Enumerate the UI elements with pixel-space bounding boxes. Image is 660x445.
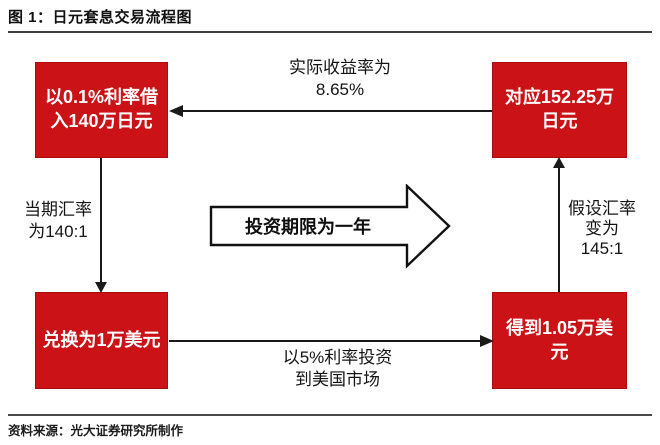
source-note: 资料来源：光大证券研究所制作: [8, 424, 184, 438]
arrowhead-down-icon: [95, 282, 107, 293]
bottom-arrow-line: [169, 340, 481, 342]
top-arrow-line: [182, 110, 492, 112]
arrowhead-left-icon: [169, 105, 183, 117]
label-assumed-exchange-rate: 假设汇率 变为 145:1: [568, 199, 636, 258]
footer-divider: [8, 414, 652, 416]
box-corresponding-yen: 对应152.25万 日元: [492, 62, 627, 158]
arrowhead-up-icon: [553, 157, 565, 168]
box-receive-usd: 得到1.05万美 元: [492, 292, 627, 389]
label-actual-return: 实际收益率为 8.65%: [289, 58, 391, 99]
label-investment-period: 投资期限为一年: [245, 217, 371, 237]
label-current-exchange-rate: 当期汇率 为140:1: [24, 200, 92, 241]
box-borrow-yen: 以0.1%利率借 入140万日元: [35, 62, 168, 158]
box-exchange-usd: 兑换为1万美元: [35, 292, 168, 389]
investment-period-arrow-icon: [209, 184, 451, 269]
arrowhead-right-icon: [480, 335, 494, 347]
right-arrow-line: [558, 168, 560, 292]
title-divider: [8, 31, 652, 33]
label-us-investment: 以5%利率投资 到美国市场: [282, 348, 393, 389]
left-arrow-line: [100, 158, 102, 283]
page-title: 图 1：日元套息交易流程图: [8, 9, 193, 26]
